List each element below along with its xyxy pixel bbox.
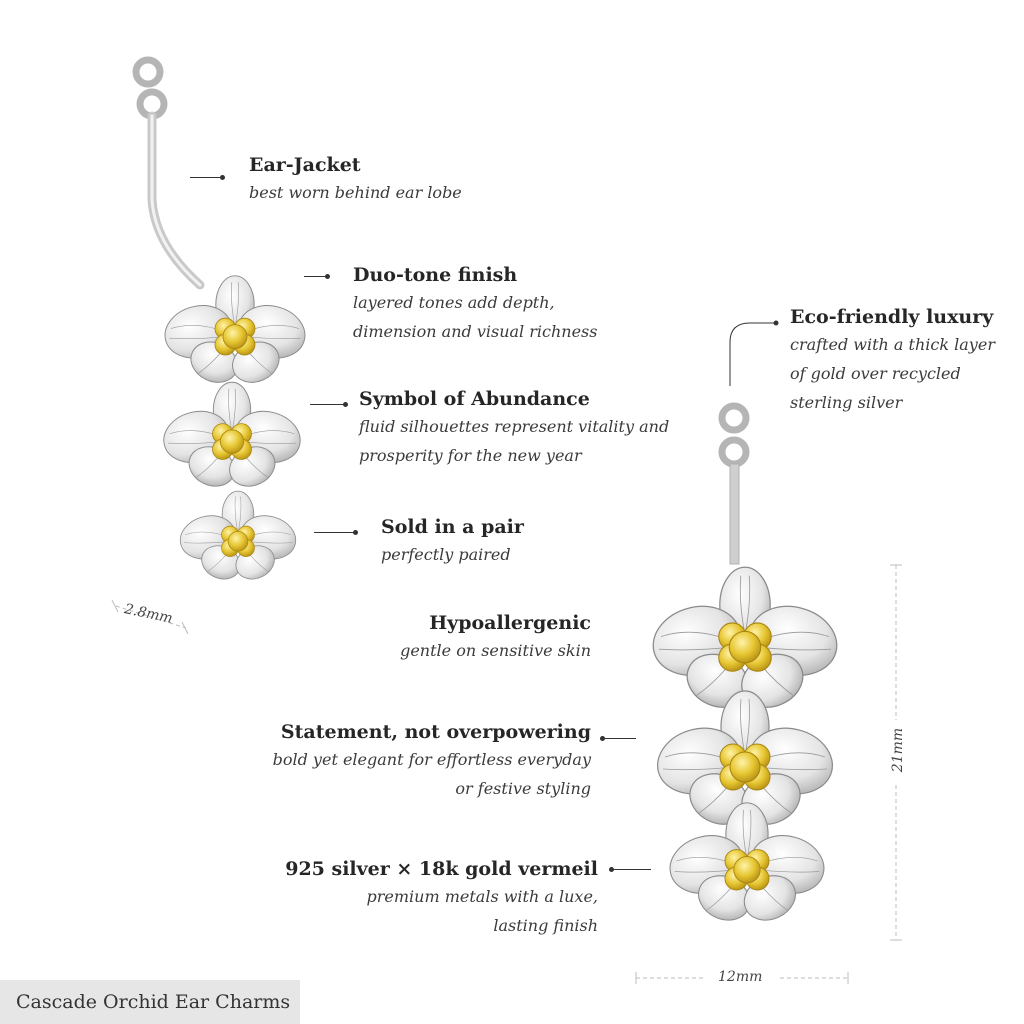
feature-desc: sterling silver: [790, 393, 903, 412]
left-earring-image: [132, 56, 312, 586]
feature-desc: layered tones add depth,: [353, 293, 555, 312]
feature-desc: premium metals with a luxe,: [366, 887, 599, 906]
feature-desc: fluid silhouettes represent vitality and: [359, 417, 670, 436]
duo-tone-leader: [304, 274, 330, 279]
feature-duo-tone: Duo-tone finish layered tones add depth,…: [353, 262, 597, 346]
feature-ear-jacket: Ear-Jacket best worn behind ear lobe: [249, 152, 462, 207]
product-name-caption: Cascade Orchid Ear Charms: [0, 980, 300, 1024]
eco-leader-line: [729, 322, 776, 386]
dimension-lines: [111, 564, 902, 984]
feature-statement: Statement, not overpowering bold yet ele…: [273, 719, 591, 803]
feature-metal: 925 silver × 18k gold vermeil premium me…: [285, 856, 598, 940]
feature-title: Duo-tone finish: [353, 264, 518, 286]
right-earring-image: [644, 402, 846, 929]
dimension-width-label: 12mm: [718, 969, 763, 985]
pair-leader: [314, 530, 358, 535]
metal-leader: [609, 867, 651, 872]
feature-desc: or festive styling: [455, 779, 591, 798]
feature-title: Symbol of Abundance: [359, 388, 590, 410]
feature-desc: bold yet elegant for effortless everyday: [272, 750, 591, 769]
feature-abundance: Symbol of Abundance fluid silhouettes re…: [359, 386, 669, 470]
feature-desc: lasting finish: [493, 916, 598, 935]
abundance-leader: [310, 402, 348, 407]
feature-title: 925 silver × 18k gold vermeil: [285, 858, 598, 880]
feature-desc: best worn behind ear lobe: [249, 183, 462, 202]
feature-title: Sold in a pair: [381, 516, 524, 538]
feature-desc: gentle on sensitive skin: [400, 641, 591, 660]
feature-desc: of gold over recycled: [790, 364, 961, 383]
feature-title: Eco-friendly luxury: [790, 306, 994, 328]
feature-desc: prosperity for the new year: [359, 446, 582, 465]
feature-title: Statement, not overpowering: [280, 721, 591, 743]
feature-title: Ear-Jacket: [249, 154, 361, 176]
statement-leader: [600, 736, 636, 741]
dimension-height-label: 21mm: [890, 727, 907, 773]
feature-title: Hypoallergenic: [429, 612, 591, 634]
feature-desc: dimension and visual richness: [353, 322, 598, 341]
feature-hypoallergenic: Hypoallergenic gentle on sensitive skin: [400, 610, 591, 665]
feature-eco: Eco-friendly luxury crafted with a thick…: [790, 304, 995, 417]
feature-desc: crafted with a thick layer: [790, 335, 995, 354]
feature-desc: perfectly paired: [381, 545, 511, 564]
ear-jacket-leader: [190, 175, 225, 180]
feature-pair: Sold in a pair perfectly paired: [381, 514, 524, 569]
